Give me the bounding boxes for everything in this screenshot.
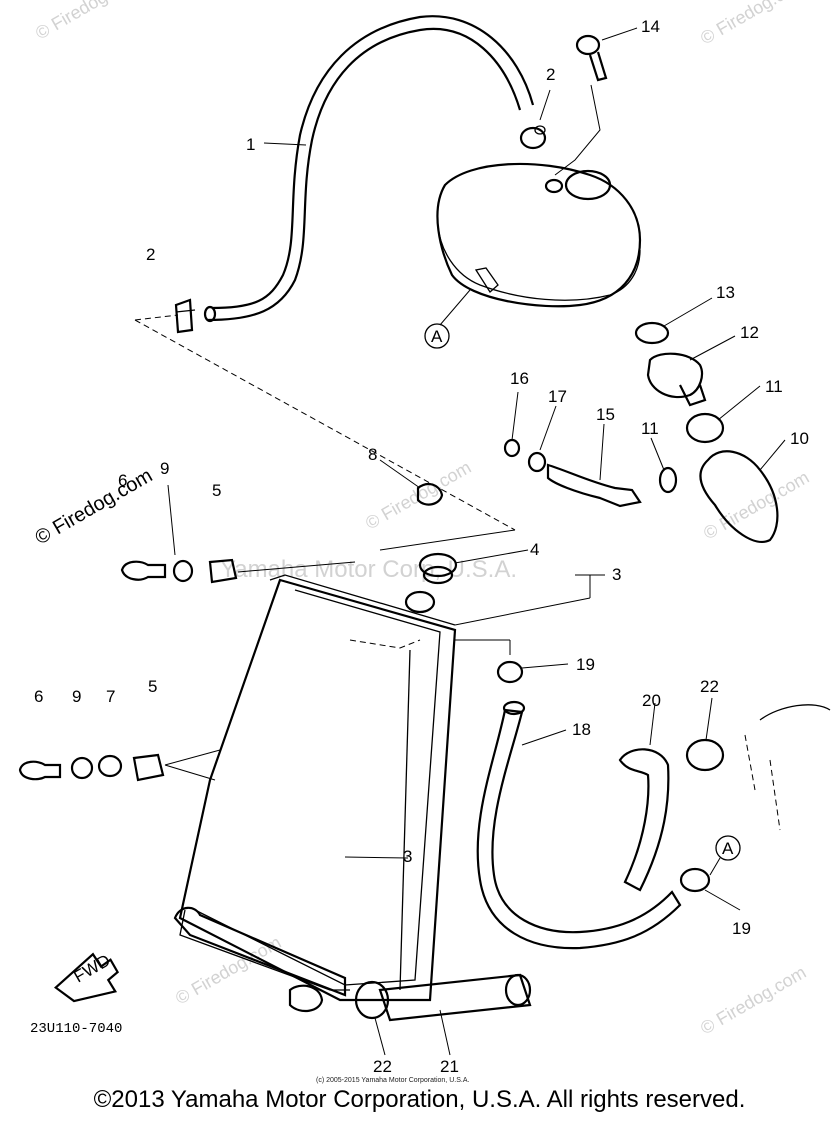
- cap-4: [404, 552, 458, 614]
- cap-8: [416, 482, 444, 506]
- clamp-2-upper: [519, 125, 547, 150]
- clamp-2-left: [174, 298, 196, 334]
- callout-11: 11: [641, 419, 659, 438]
- gasket-13: [634, 321, 670, 345]
- callout-13: 13: [716, 283, 735, 302]
- ref-mark-a-label: A: [722, 839, 734, 858]
- callout-15: 15: [596, 405, 615, 424]
- callout-12: 12: [740, 323, 759, 342]
- fastener-row-upper: [120, 558, 356, 584]
- callout-22: 22: [373, 1057, 392, 1076]
- radiator-cover: [436, 162, 642, 308]
- callout-2: 2: [546, 65, 555, 84]
- credit-line: (c) 2005-2015 Yamaha Motor Corporation, …: [316, 1077, 469, 1084]
- callout-20: 20: [642, 691, 661, 710]
- lower-fitting: [288, 984, 324, 1013]
- hose-21: [378, 973, 532, 1022]
- watermark-site: © Firedog.com: [697, 962, 809, 1038]
- callout-10: 10: [790, 429, 809, 448]
- callout-5: 5: [148, 677, 157, 696]
- leader-lines: [167, 27, 786, 1056]
- bolt-14: [575, 34, 608, 82]
- callout-17: 17: [548, 387, 567, 406]
- callout-5: 5: [212, 481, 221, 500]
- watermark-site: © Firedog.com: [697, 0, 809, 48]
- callout-22: 22: [700, 677, 719, 696]
- guide-lines: [134, 84, 605, 655]
- pipe-20: [618, 748, 670, 892]
- hose-18: [476, 708, 682, 950]
- o-ring-17: [527, 451, 547, 473]
- ref-mark-a-upper: A: [424, 323, 450, 349]
- engine-outline: [759, 704, 831, 721]
- engine-connection: [744, 734, 781, 831]
- clamp-19-upper: [496, 660, 524, 684]
- hose-10: [699, 450, 779, 543]
- clamp-22-upper: [685, 738, 725, 772]
- callout-9: 9: [72, 687, 81, 706]
- callout-3: 3: [612, 565, 621, 584]
- callout-1: 1: [246, 135, 255, 154]
- callout-4: 4: [530, 540, 539, 559]
- callout-19: 19: [576, 655, 595, 674]
- watermark-site: © Firedog.com: [32, 0, 144, 43]
- callout-2: 2: [146, 245, 155, 264]
- clamp-11-right: [685, 412, 725, 444]
- hose-18-end: [502, 700, 526, 716]
- clamp-22-lower: [354, 980, 390, 1020]
- watermark-site: © Firedog.com: [700, 467, 812, 543]
- clamp-19-lower: [679, 867, 711, 893]
- callout-16: 16: [510, 369, 529, 388]
- ref-mark-a-lower: A: [715, 835, 741, 861]
- callout-21: 21: [440, 1057, 459, 1076]
- drawing-code: 23U110-7040: [30, 1021, 122, 1037]
- callout-numbers: 1 2 2 14 13 12 11 11 10 16 17 15 8 4 3 3…: [34, 17, 809, 1076]
- fwd-arrow: FWD: [53, 951, 120, 1003]
- copyright-notice: ©2013 Yamaha Motor Corporation, U.S.A. A…: [93, 1086, 746, 1113]
- callout-8: 8: [368, 445, 377, 464]
- callout-6: 6: [118, 471, 127, 490]
- callout-19: 19: [732, 919, 751, 938]
- callout-9: 9: [160, 459, 169, 478]
- hose-1: [203, 15, 535, 323]
- o-ring-16: [503, 438, 521, 458]
- radiator-core: [173, 574, 457, 1002]
- clamp-11-left: [658, 466, 678, 494]
- ref-mark-a-label: A: [431, 327, 443, 346]
- watermark-site-dark: © Firedog.com: [32, 465, 157, 550]
- pipe-15: [546, 463, 642, 508]
- callout-7: 7: [106, 687, 115, 706]
- callout-14: 14: [641, 17, 660, 36]
- callout-18: 18: [572, 720, 591, 739]
- callout-11: 11: [765, 377, 783, 396]
- callout-3: 3: [403, 847, 412, 866]
- callout-6: 6: [34, 687, 43, 706]
- fastener-row-lower: [18, 749, 221, 782]
- fitting-12: [646, 352, 707, 407]
